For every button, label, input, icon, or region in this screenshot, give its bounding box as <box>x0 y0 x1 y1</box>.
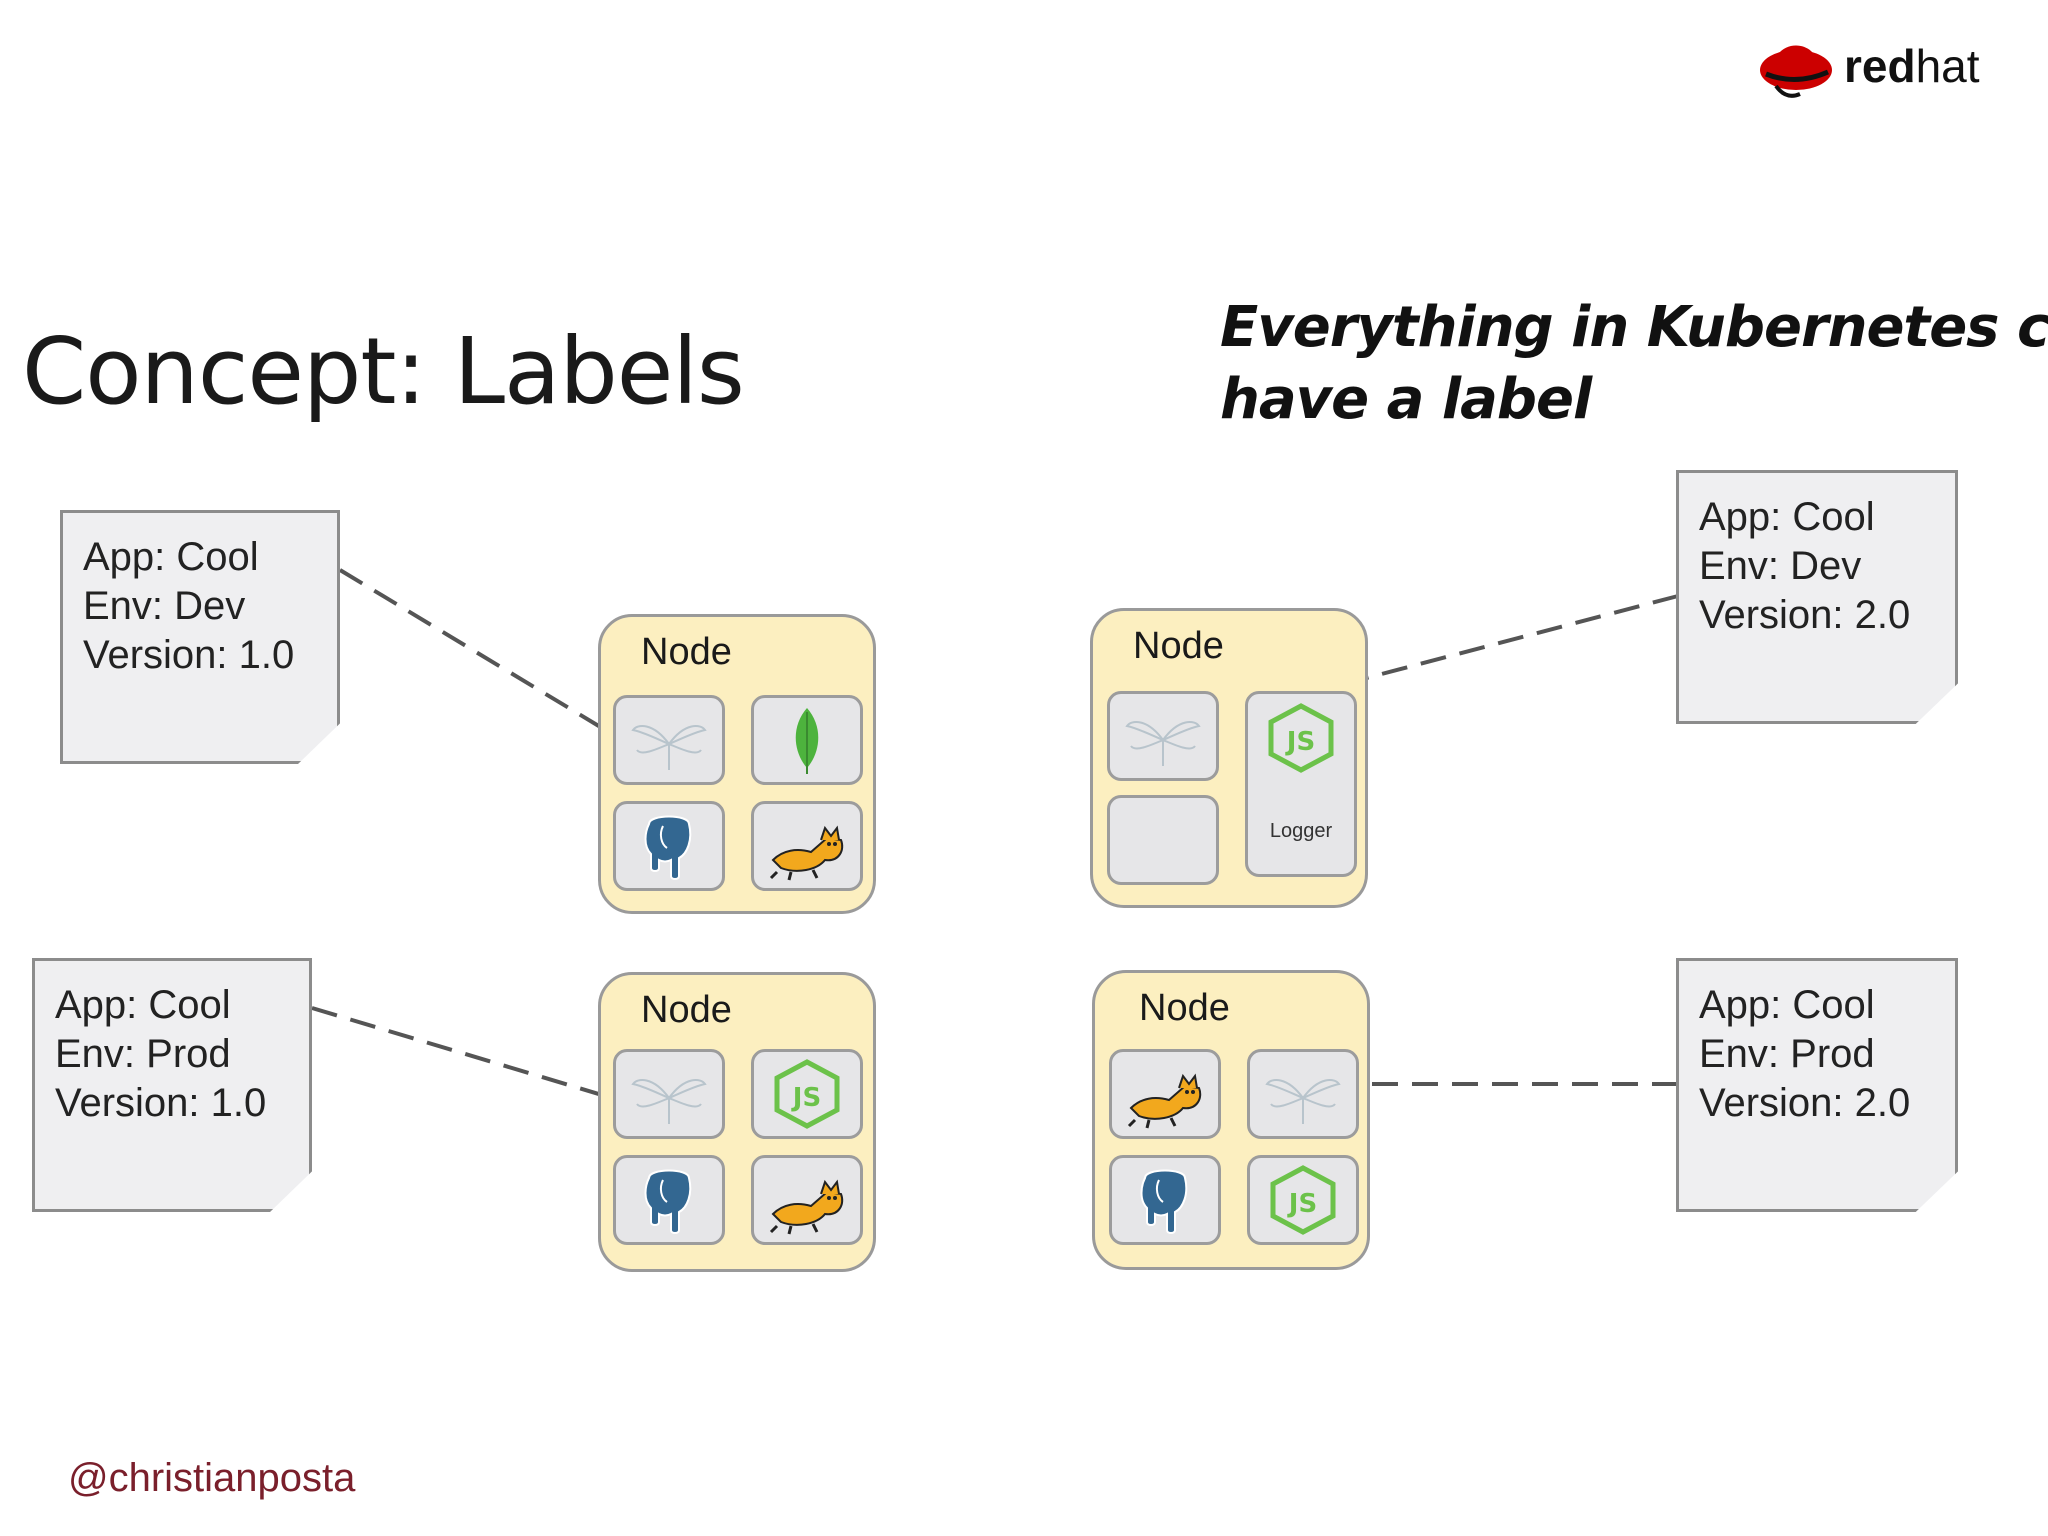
node-title: Node <box>641 989 732 1031</box>
tomcat-icon <box>767 1164 847 1236</box>
node-title: Node <box>1133 625 1224 667</box>
label-line: App: Cool <box>55 983 231 1027</box>
label-card-dev-v1: App: Cool Env: Dev Version: 1.0 <box>60 510 340 764</box>
pod <box>613 1155 725 1245</box>
subtitle-line: have a label <box>1220 367 1592 432</box>
label-card-prod-v2: App: Cool Env: Prod Version: 2.0 <box>1676 958 1958 1212</box>
pod <box>1109 1049 1221 1139</box>
logger-label: Logger <box>1269 820 1333 842</box>
redhat-logo: redhat <box>1756 24 2006 104</box>
twitter-handle: @christianposta <box>68 1456 356 1500</box>
postgresql-icon <box>629 1164 709 1236</box>
tomcat-icon <box>1125 1058 1205 1130</box>
pod <box>613 1049 725 1139</box>
subtitle-line: Everything in Kubernetes can <box>1220 295 2048 360</box>
label-line: Env: Prod <box>55 1032 231 1076</box>
pod <box>751 1155 863 1245</box>
wildfly-icon <box>1123 700 1203 772</box>
connector-line <box>311 1006 613 1100</box>
label-line: App: Cool <box>1699 983 1875 1027</box>
node-box: Node <box>1092 970 1370 1270</box>
brand-hat: hat <box>1916 40 1980 92</box>
pod <box>751 695 863 785</box>
pod-logger: Logger <box>1245 691 1357 877</box>
node-box: Node <box>598 972 876 1272</box>
label-card-dev-v2: App: Cool Env: Dev Version: 2.0 <box>1676 470 1958 724</box>
node-title: Node <box>641 631 732 673</box>
nodejs-icon <box>1261 702 1341 774</box>
label-card-prod-v1: App: Cool Env: Prod Version: 1.0 <box>32 958 312 1212</box>
postgresql-icon <box>629 810 709 882</box>
wildfly-icon <box>629 1058 709 1130</box>
pod <box>1109 1155 1221 1245</box>
nodejs-icon <box>767 1058 847 1130</box>
label-line: App: Cool <box>1699 495 1875 539</box>
label-line: Version: 2.0 <box>1699 593 1911 637</box>
label-line: Env: Dev <box>1699 544 1862 588</box>
wildfly-icon <box>1263 1058 1343 1130</box>
node-box: Node Logger <box>1090 608 1368 908</box>
tomcat-icon <box>767 810 847 882</box>
postgresql-icon <box>1125 1164 1205 1236</box>
wildfly-icon <box>629 704 709 776</box>
pod <box>613 801 725 891</box>
pod <box>1247 1155 1359 1245</box>
node-title: Node <box>1139 987 1230 1029</box>
connector-line <box>338 568 614 736</box>
subtitle: Everything in Kubernetes can have a labe… <box>1220 292 2048 436</box>
nodejs-icon <box>1263 1164 1343 1236</box>
label-line: Version: 2.0 <box>1699 1081 1911 1125</box>
pod <box>1247 1049 1359 1139</box>
label-line: Env: Dev <box>83 584 246 628</box>
node-box: Node <box>598 614 876 914</box>
pod <box>1107 691 1219 781</box>
pod <box>751 801 863 891</box>
label-line: Version: 1.0 <box>55 1081 267 1125</box>
label-line: Version: 1.0 <box>83 633 295 677</box>
pod <box>751 1049 863 1139</box>
brand-red: red <box>1844 40 1916 92</box>
svg-text:redhat: redhat <box>1844 40 1980 92</box>
page-title: Concept: Labels <box>22 318 745 425</box>
label-line: Env: Prod <box>1699 1032 1875 1076</box>
mongodb-icon <box>767 704 847 776</box>
redhat-hat-icon <box>1760 45 1832 98</box>
label-line: App: Cool <box>83 535 259 579</box>
pod-empty <box>1107 795 1219 885</box>
pod <box>613 695 725 785</box>
